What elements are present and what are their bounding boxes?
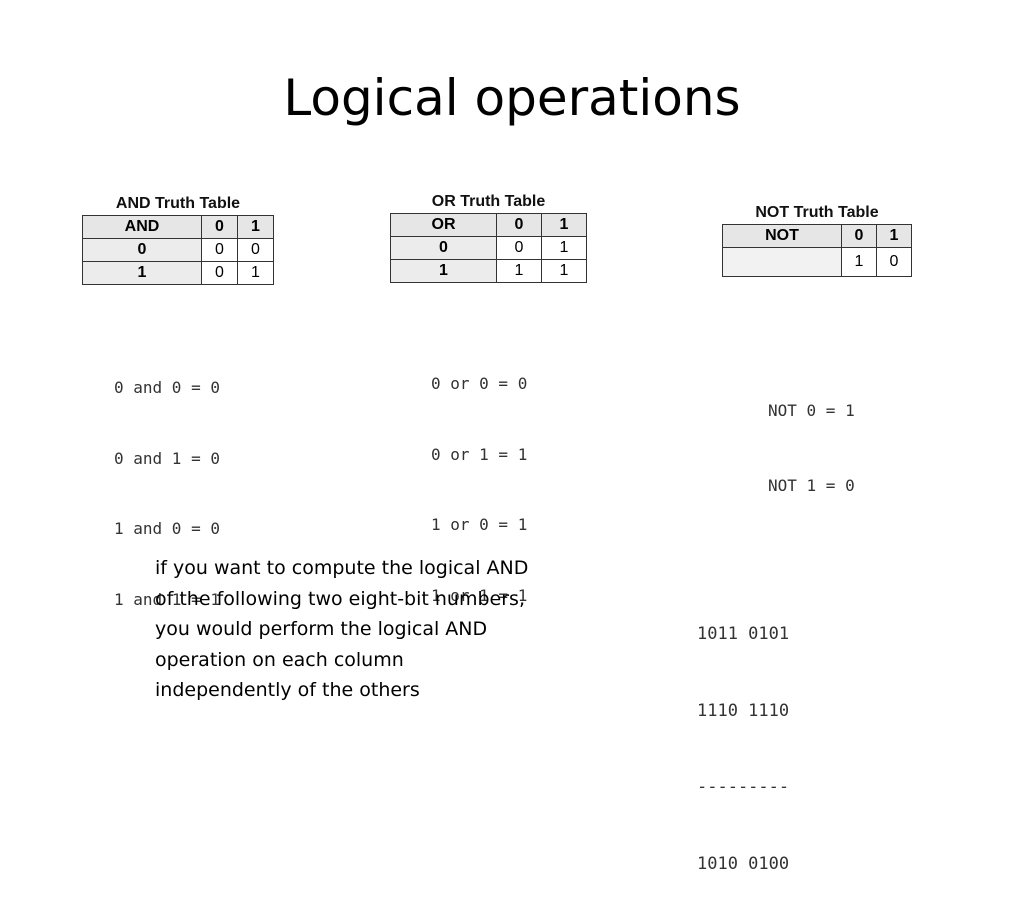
- explanation-text: if you want to compute the logical AND o…: [155, 553, 575, 706]
- table-row: 1 0 1: [82, 261, 274, 285]
- table-cell: 1: [841, 247, 877, 277]
- table-cell: 0: [201, 261, 238, 285]
- and-example-line: 0 and 0 = 0: [114, 378, 220, 397]
- header-cell-1: 1: [876, 224, 912, 248]
- table-row: 0 0 1: [390, 236, 587, 260]
- row-header-cell: 1: [82, 261, 202, 285]
- header-cell-operator: AND: [82, 215, 202, 239]
- not-truth-table: NOT 0 1 1 0: [722, 224, 912, 277]
- or-truth-table: OR 0 1 0 0 1 1 1 1: [390, 213, 587, 283]
- table-cell: 0: [496, 236, 542, 260]
- and-example-line: 0 and 1 = 0: [114, 448, 220, 468]
- and-example-line: 1 and 0 = 0: [114, 519, 220, 538]
- not-truth-table-caption: NOT Truth Table: [755, 204, 879, 221]
- and-truth-table: AND 0 1 0 0 0 1 0 1: [82, 215, 274, 285]
- row-header-cell: 1: [390, 259, 497, 283]
- binary-and-example: 1011 0101 1110 1110 --------- 1010 0100: [697, 571, 789, 903]
- or-example-line: 0 or 0 = 0: [431, 374, 528, 393]
- table-row: 1 1 1: [390, 259, 587, 283]
- header-cell-1: 1: [237, 215, 274, 239]
- binary-result-line: 1010 0100: [697, 853, 790, 874]
- table-cell: 0: [876, 247, 912, 277]
- row-header-cell: [722, 247, 842, 277]
- explanation-line: of the following two eight-bit numbers,: [155, 587, 525, 610]
- table-cell: 1: [496, 259, 542, 283]
- binary-line: 1011 0101: [697, 624, 790, 644]
- or-truth-table-caption: OR Truth Table: [431, 193, 546, 210]
- or-example-line: 1 or 1 = 1: [431, 585, 528, 605]
- explanation-line: you would perform the logical AND: [155, 618, 488, 640]
- explanation-line: operation on each column: [155, 648, 404, 671]
- or-example-line: 1 or 0 = 1: [431, 515, 528, 534]
- binary-line: 1110 1110: [697, 700, 790, 721]
- and-truth-table-caption: AND Truth Table: [115, 195, 241, 212]
- header-cell-1: 1: [541, 213, 587, 237]
- row-header-cell: 0: [390, 236, 497, 260]
- table-cell: 1: [541, 259, 587, 283]
- or-truth-table-block: OR Truth Table OR 0 1 0 0 1 1 1 1: [390, 193, 587, 283]
- and-example-line: 1 and 1 = 1: [114, 589, 220, 609]
- row-header-cell: 0: [82, 238, 202, 262]
- table-header-row: OR 0 1: [390, 213, 587, 237]
- table-header-row: AND 0 1: [82, 215, 274, 239]
- explanation-line: if you want to compute the logical AND: [155, 557, 529, 579]
- not-example-line: NOT 1 = 0: [768, 476, 855, 495]
- table-cell: 1: [237, 261, 274, 285]
- binary-separator: ---------: [697, 777, 790, 797]
- header-cell-operator: OR: [390, 213, 497, 237]
- or-example-line: 0 or 1 = 1: [431, 444, 528, 464]
- not-truth-table-block: NOT Truth Table NOT 0 1 1 0: [722, 204, 912, 277]
- table-row: 1 0: [722, 247, 912, 277]
- header-cell-0: 0: [496, 213, 542, 237]
- header-cell-operator: NOT: [722, 224, 842, 248]
- header-cell-0: 0: [201, 215, 238, 239]
- or-examples: 0 or 0 = 0 0 or 1 = 1 1 or 0 = 1 1 or 1 …: [431, 325, 527, 631]
- and-examples: 0 and 0 = 0 0 and 1 = 0 1 and 0 = 0 1 an…: [114, 329, 220, 635]
- explanation-line: independently of the others: [155, 679, 420, 701]
- table-cell: 1: [541, 236, 587, 260]
- slide-title: Logical operations: [283, 69, 741, 127]
- header-cell-0: 0: [841, 224, 877, 248]
- table-header-row: NOT 0 1: [722, 224, 912, 248]
- table-cell: 0: [237, 238, 274, 262]
- and-truth-table-block: AND Truth Table AND 0 1 0 0 0 1 0 1: [82, 195, 274, 285]
- not-example-line: NOT 0 = 1: [768, 401, 855, 420]
- not-examples: NOT 0 = 1 NOT 1 = 0: [768, 348, 855, 523]
- table-cell: 0: [201, 238, 238, 262]
- table-row: 0 0 0: [82, 238, 274, 262]
